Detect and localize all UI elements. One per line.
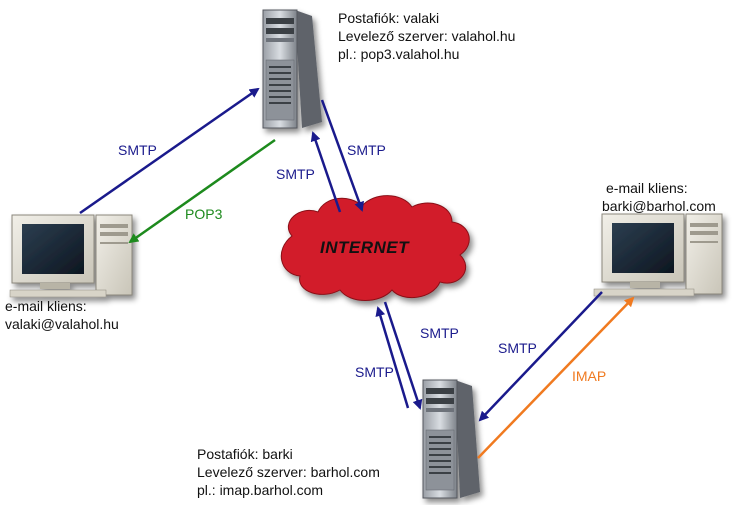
client-right-title: e-mail kliens: <box>606 180 688 196</box>
internet-cloud-icon <box>280 195 470 301</box>
label-smtp-right: SMTP <box>498 340 537 356</box>
arrow-smtp-top-server-to-internet <box>320 99 364 212</box>
server-bottom-example: pl.: imap.barhol.com <box>197 482 324 498</box>
arrow-pop3-server-to-left <box>128 138 276 244</box>
server-bottom-mailbox: Postafiók: barki <box>197 446 293 462</box>
label-smtp-bottom-up: SMTP <box>355 364 394 380</box>
label-smtp-bottom-down: SMTP <box>420 325 459 341</box>
server-bottom-mail-server: Levelező szerver: barhol.com <box>197 464 380 480</box>
label-smtp-left: SMTP <box>118 142 157 158</box>
label-imap: IMAP <box>572 368 607 384</box>
arrow-smtp-internet-to-bottom-server <box>383 301 423 410</box>
client-right-address: barki@barhol.com <box>602 198 716 214</box>
email-client-right-icon <box>593 213 723 297</box>
arrow-smtp-internet-to-top-server <box>310 131 342 213</box>
server-top-example: pl.: pop3.valahol.hu <box>338 46 460 62</box>
server-top-mail-server: Levelező szerver: valahol.hu <box>338 28 516 44</box>
label-smtp-top-down: SMTP <box>347 142 386 158</box>
mail-server-bottom-icon <box>422 379 480 499</box>
client-left-title: e-mail kliens: <box>5 298 87 314</box>
arrow-smtp-left-to-server <box>79 87 260 215</box>
arrow-smtp-right-to-bottom-server <box>478 291 603 422</box>
arrow-smtp-bottom-server-to-internet <box>375 306 410 409</box>
label-pop3: POP3 <box>185 206 223 222</box>
mail-server-top-icon <box>262 9 322 129</box>
label-smtp-top-up: SMTP <box>276 166 315 182</box>
client-left-address: valaki@valahol.hu <box>5 316 119 332</box>
email-client-left-icon <box>9 214 133 298</box>
arrow-imap-bottom-server-to-right <box>477 296 635 459</box>
internet-label: INTERNET <box>320 238 409 257</box>
server-top-mailbox: Postafiók: valaki <box>338 10 440 26</box>
